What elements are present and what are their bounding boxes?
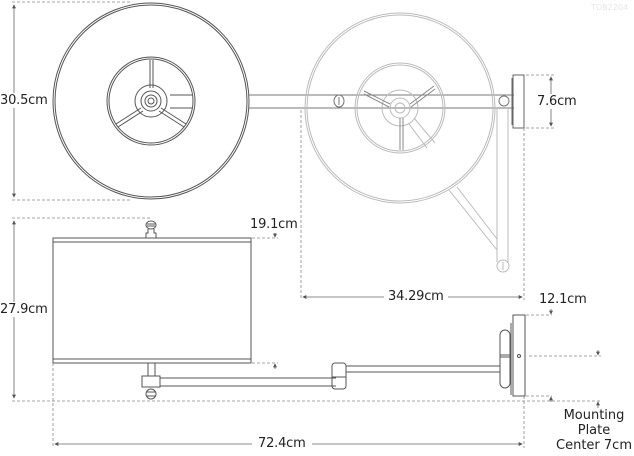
ghost-shade-top-view xyxy=(304,12,510,273)
backplate-top-view xyxy=(511,74,555,129)
mounting-note-line3: Center 7cm xyxy=(556,438,632,453)
overall-extension-label: 72.4cm xyxy=(252,436,312,451)
overall-height-label: 27.9cm xyxy=(0,302,48,317)
product-code: TOB2204 xyxy=(590,3,628,12)
lower-arm-side-view xyxy=(160,362,501,390)
shade-height-label: 19.1cm xyxy=(250,217,298,232)
backplate-side-view xyxy=(499,314,526,397)
shade-diameter-label: 30.5cm xyxy=(0,93,48,108)
top-view xyxy=(12,1,555,300)
backplate-depth-label: 7.6cm xyxy=(535,94,579,109)
arm-top-view xyxy=(249,94,514,109)
drum-shade-side-view xyxy=(52,237,252,364)
backplate-height-label: 12.1cm xyxy=(539,292,587,307)
side-view xyxy=(12,217,601,448)
swivel-joint xyxy=(141,363,161,400)
mounting-note-line2: Plate xyxy=(577,423,611,438)
finial-top xyxy=(145,220,157,239)
mounting-note-line1: Mounting xyxy=(563,408,625,423)
swing-extension-label: 34.29cm xyxy=(384,289,448,304)
mounting-plate-note: Mounting Plate Center 7cm xyxy=(554,408,634,453)
shade-top-view xyxy=(52,2,250,200)
